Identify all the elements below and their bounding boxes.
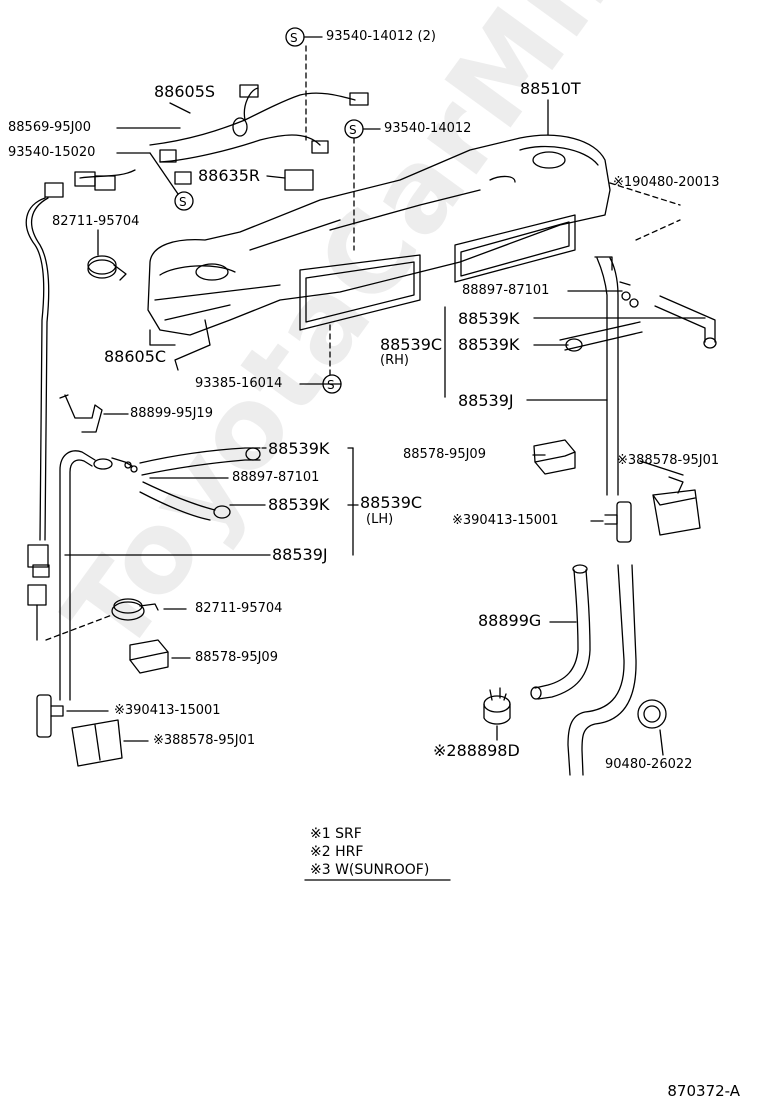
label-rh: (RH)	[380, 353, 409, 368]
label-88578-95j09-right: 88578-95J09	[403, 447, 486, 462]
right-hoses	[559, 256, 717, 496]
note-1: ※1 SRF	[310, 826, 362, 842]
label-88539c-rh: 88539C	[380, 335, 443, 354]
diagram-id: 870372-A	[667, 1082, 740, 1100]
label-88605c: 88605C	[104, 347, 167, 366]
clamp-bottom	[111, 598, 159, 621]
note-3: ※3 W(SUNROOF)	[310, 862, 430, 878]
label-88539j-right: 88539J	[458, 391, 514, 410]
label-88539c-lh: 88539C	[360, 493, 423, 512]
label-390413-15001-left: ※390413-15001	[114, 703, 221, 718]
svg-text:S: S	[349, 123, 357, 137]
label-190480-20013: ※190480-20013	[613, 175, 720, 190]
grommet-90480	[637, 699, 667, 729]
label-388578-95j01-left: ※388578-95J01	[153, 733, 256, 748]
label-88539k-right-2: 88539K	[458, 335, 520, 354]
joint-left	[36, 694, 64, 738]
wire-harness	[25, 84, 369, 641]
label-93540-14012: 93540-14012	[384, 121, 472, 136]
label-88578-95j09-left: 88578-95J09	[195, 650, 278, 665]
label-lh: (LH)	[366, 512, 394, 527]
clip-right	[652, 476, 701, 536]
svg-text:S: S	[327, 378, 335, 392]
label-93540-15020: 93540-15020	[8, 145, 96, 160]
left-hoses	[59, 447, 261, 701]
label-288898d: ※288898D	[433, 741, 520, 760]
label-88899-95j19: 88899-95J19	[130, 406, 213, 421]
label-88897-87101-right: 88897-87101	[462, 283, 550, 298]
label-390413-15001-right: ※390413-15001	[452, 513, 559, 528]
label-388578-95j01-right: ※388578-95J01	[617, 453, 720, 468]
s-symbol-mid: S	[344, 119, 364, 139]
pad-right	[533, 439, 576, 475]
label-88605s: 88605S	[154, 82, 216, 101]
label-88510t: 88510T	[520, 79, 581, 98]
drain-hose-g	[530, 564, 637, 776]
clip-left	[71, 719, 123, 767]
label-88539k-left-1: 88539K	[268, 439, 330, 458]
svg-text:S: S	[179, 195, 187, 209]
label-88635r: 88635R	[198, 166, 261, 185]
svg-text:S: S	[290, 31, 298, 45]
label-88539k-right-1: 88539K	[458, 309, 520, 328]
label-93540-14012-2: 93540-14012 (2)	[326, 29, 436, 44]
grommet-88898d	[483, 687, 511, 725]
label-82711-95704-top: 82711-95704	[52, 214, 140, 229]
label-88569-95j00: 88569-95J00	[8, 120, 91, 135]
note-2: ※2 HRF	[310, 844, 364, 860]
label-88897-87101-left: 88897-87101	[232, 470, 320, 485]
joint-right	[604, 501, 632, 543]
label-82711-95704-bottom: 82711-95704	[195, 601, 283, 616]
pad-left	[129, 639, 169, 674]
label-88539k-left-2: 88539K	[268, 495, 330, 514]
s-symbol-top: S	[285, 27, 305, 47]
label-93385-16014: 93385-16014	[195, 376, 283, 391]
bracket-88899	[59, 394, 103, 433]
rear-heater-unit	[147, 134, 611, 371]
s-symbol-left: S	[174, 191, 194, 211]
clamp-top	[87, 255, 127, 281]
label-90480-26022: 90480-26022	[605, 757, 693, 772]
label-88539j-left: 88539J	[272, 545, 328, 564]
label-88899g: 88899G	[478, 611, 542, 630]
